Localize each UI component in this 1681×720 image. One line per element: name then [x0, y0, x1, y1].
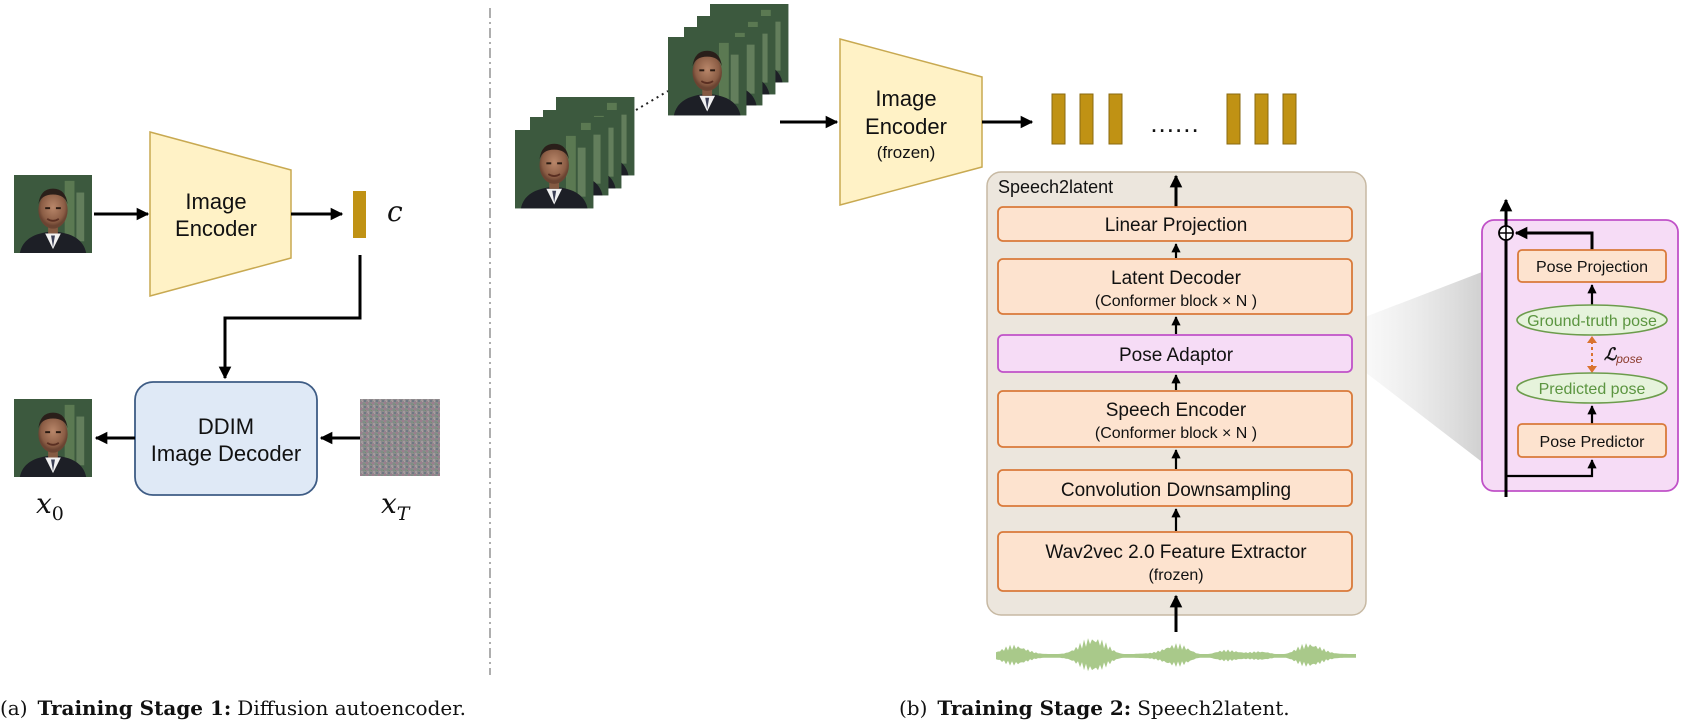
- image-encoder-stage2-label-2: Encoder: [865, 114, 947, 139]
- speech-encoder-block: [997, 390, 1353, 448]
- latent-sequence: ......: [1051, 93, 1297, 145]
- linear-projection-block: [997, 206, 1353, 242]
- speech-encoder-label: Speech Encoder: [1106, 400, 1247, 421]
- predicted-pose-label: Predicted pose: [1539, 381, 1646, 398]
- latent-ellipsis: ......: [1150, 108, 1199, 138]
- linear-projection-label: Linear Projection: [1105, 215, 1248, 236]
- pose-predictor-label: Pose Predictor: [1540, 434, 1646, 451]
- latent-bar: [1254, 93, 1269, 145]
- wav2vec-sublabel: (frozen): [1148, 567, 1203, 584]
- input-face-image: [13, 174, 93, 254]
- latent-decoder-sublabel: (Conformer block × N ): [1095, 293, 1257, 310]
- latent-bar: [1282, 93, 1297, 145]
- ddim-decoder-label-2: Image Decoder: [151, 441, 301, 466]
- latent-decoder-block: [997, 258, 1353, 315]
- image-encoder-stage2-label-1: Image: [875, 86, 936, 111]
- pose-projection-block: [1517, 249, 1667, 283]
- image-encoder-stage2: [839, 38, 983, 206]
- pose-adaptor-block: [997, 334, 1353, 373]
- caption-stage2: (b)Training Stage 2:Speech2latent.: [899, 696, 1290, 720]
- ground-truth-pose-label: Ground-truth pose: [1527, 313, 1657, 330]
- video-frames-stack-1: [514, 96, 636, 210]
- noise-symbol: xT: [381, 487, 411, 525]
- noise-image: [360, 399, 440, 476]
- pose-loss-arrow-up: [1587, 336, 1597, 343]
- arrow-input-to-predictor: [1506, 459, 1597, 478]
- latent-bar: [1226, 93, 1241, 145]
- wav2vec-label: Wav2vec 2.0 Feature Extractor: [1045, 542, 1307, 563]
- latent-symbol: c: [387, 195, 403, 228]
- output-face-image: [13, 398, 93, 478]
- convolution-downsampling-block: [997, 469, 1353, 507]
- pose-loss-symbol: ℒpose: [1604, 345, 1643, 366]
- ddim-decoder-label-1: DDIM: [198, 414, 254, 439]
- latent-bar: [1079, 93, 1094, 145]
- arrow-latent-to-decoder: [218, 255, 362, 380]
- wav2vec-feature-extractor-block: [997, 531, 1353, 592]
- pose-loss-arrow-down: [1587, 366, 1597, 373]
- pose-adaptor-label: Pose Adaptor: [1119, 345, 1234, 366]
- ground-truth-pose-ellipse: [1516, 304, 1668, 336]
- predicted-pose-ellipse: [1516, 372, 1668, 404]
- latent-bar: [1108, 93, 1123, 145]
- image-encoder-stage1: [149, 131, 292, 297]
- speech2latent-title: Speech2latent: [998, 177, 1113, 197]
- arrow-projection-to-add: [1514, 226, 1594, 250]
- stage1-panel: Image Encoder c DDIM Image Decoder x0 xT: [13, 131, 440, 525]
- pose-adaptor-zoom-cone: [1352, 272, 1482, 462]
- stage2-panel: Image Encoder (frozen) ...... Speech2lat…: [514, 3, 1679, 672]
- caption-stage1: (a)Training Stage 1:Diffusion autoencode…: [0, 696, 466, 720]
- speech-waveform: [996, 638, 1356, 672]
- video-frames-stack-2: [667, 3, 790, 117]
- image-encoder-stage2-label-3: (frozen): [877, 143, 936, 162]
- waveform-shape: [996, 638, 1356, 672]
- latent-decoder-label: Latent Decoder: [1111, 268, 1242, 289]
- speech-encoder-sublabel: (Conformer block × N ): [1095, 425, 1257, 442]
- latent-bar: [1051, 93, 1066, 145]
- pose-predictor-block: [1517, 423, 1667, 458]
- image-encoder-stage1-label-2: Encoder: [175, 216, 257, 241]
- pose-projection-label: Pose Projection: [1536, 259, 1648, 276]
- latent-code-bar: [353, 191, 366, 238]
- convolution-downsampling-label: Convolution Downsampling: [1061, 480, 1291, 501]
- frames-ellipsis-line: [635, 90, 669, 111]
- output-symbol: x0: [36, 487, 64, 525]
- image-encoder-stage1-label-1: Image: [185, 189, 246, 214]
